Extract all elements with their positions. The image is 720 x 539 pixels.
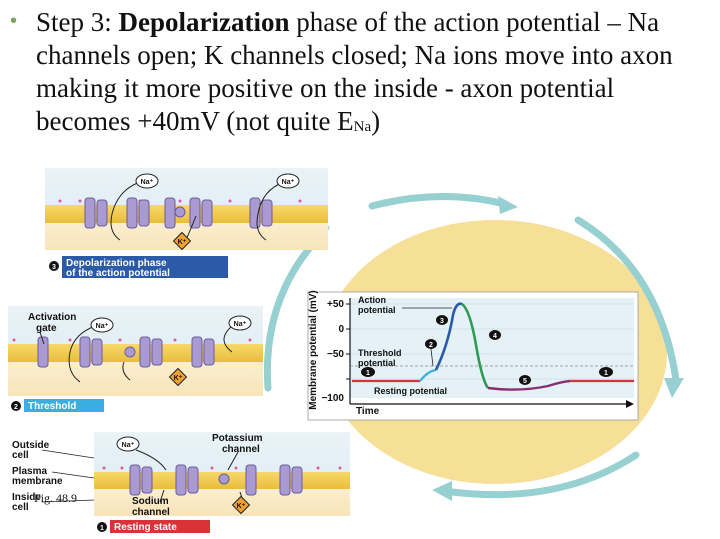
k-ion-icon: K⁺ — [172, 231, 192, 251]
figure-reference: Fig. 48.9 — [34, 491, 77, 505]
marker-2: 2 — [425, 339, 437, 349]
depolarization-term: Depolarization — [118, 7, 290, 37]
svg-text:Na⁺: Na⁺ — [282, 179, 295, 186]
threshold-potential-label: Threshold — [358, 348, 402, 358]
svg-text:Na⁺: Na⁺ — [141, 179, 154, 186]
svg-text:K⁺: K⁺ — [237, 503, 246, 510]
svg-text:1: 1 — [100, 525, 104, 532]
bullet-text: Step 3: Depolarization phase of the acti… — [36, 6, 706, 144]
svg-text:Na⁺: Na⁺ — [234, 321, 247, 328]
marker-5: 5 — [519, 375, 531, 385]
na-ion-icon: Na⁺ — [135, 173, 159, 189]
membrane-potential-graph: +50 0 −50 −100 Membrane potential (mV) T… — [307, 290, 639, 421]
ena-subscript: Na — [353, 119, 372, 135]
bullet-body: phase of the action potential – Na chann… — [36, 7, 673, 136]
inside-cell-label: Inside — [12, 492, 41, 503]
activation-gate-label: Activation — [28, 312, 76, 323]
svg-text:1: 1 — [604, 370, 608, 377]
y-ticks: +50 0 −50 −100 — [321, 299, 350, 404]
bullet-end: ) — [371, 106, 381, 136]
sodium-channel-label: Sodium — [132, 496, 169, 507]
svg-text:Resting state: Resting state — [114, 522, 177, 533]
repolarization-trace — [461, 302, 490, 389]
potassium-channel-label-2: channel — [222, 444, 260, 455]
svg-text:Threshold: Threshold — [28, 401, 76, 412]
marker-4: 4 — [489, 330, 501, 340]
svg-text:0: 0 — [338, 324, 344, 335]
inside-cell-label-2: cell — [12, 502, 29, 513]
cell-region-labels: Outside cell Plasma membrane Inside cell… — [12, 440, 95, 513]
svg-text:of the action potential: of the action potential — [66, 268, 170, 279]
undershoot-trace — [487, 379, 571, 391]
threshold-caption: 2 Threshold — [11, 399, 104, 412]
marker-1-end: 1 — [599, 367, 613, 377]
k-ion-icon: K⁺ — [231, 495, 251, 515]
svg-text:4: 4 — [493, 333, 497, 340]
resting-potential-label: Resting potential — [374, 386, 447, 396]
plasma-membrane-label-2: membrane — [12, 476, 63, 487]
k-ion-icon: K⁺ — [168, 367, 188, 387]
outside-cell-label: Outside — [12, 440, 50, 451]
panel-depolarization: Na⁺ Na⁺ K⁺ 3 Depolarization phase of the… — [45, 168, 328, 279]
svg-text:2: 2 — [14, 404, 18, 411]
potassium-channel-label: Potassium — [212, 433, 263, 444]
step-label: Step 3: — [36, 7, 119, 37]
na-ion-icon: Na⁺ — [116, 436, 140, 452]
marker-1: 1 — [361, 367, 375, 377]
depolarization-caption: 3 Depolarization phase of the action pot… — [49, 256, 228, 279]
svg-text:K⁺: K⁺ — [174, 375, 183, 382]
sodium-channel-label-2: channel — [132, 507, 170, 518]
svg-text:Depolarization phase: Depolarization phase — [66, 258, 167, 269]
svg-text:Na⁺: Na⁺ — [122, 442, 135, 449]
plasma-membrane-label: Plasma — [12, 466, 47, 477]
action-potential-label: Action — [358, 295, 386, 305]
svg-text:+50: +50 — [327, 299, 344, 310]
na-ion-icon: Na⁺ — [228, 315, 252, 331]
resting-caption: 1 Resting state — [97, 520, 210, 533]
svg-text:Na⁺: Na⁺ — [96, 323, 109, 330]
svg-text:1: 1 — [366, 370, 370, 377]
outside-cell-label-2: cell — [12, 450, 29, 461]
na-ion-icon: Na⁺ — [276, 173, 300, 189]
na-ion-icon: Na⁺ — [90, 317, 114, 333]
svg-text:3: 3 — [440, 318, 444, 325]
depolarization-trace — [434, 302, 463, 371]
panel-threshold: Activation gate Na⁺ Na⁺ K⁺ 2 Threshold — [8, 306, 263, 412]
activation-gate-label-2: gate — [36, 323, 57, 334]
svg-text:5: 5 — [523, 378, 527, 385]
x-axis-label: Time — [356, 406, 380, 417]
action-potential-label-2: potential — [358, 305, 396, 315]
y-axis-label: Membrane potential (mV) — [308, 290, 319, 409]
svg-text:K⁺: K⁺ — [178, 239, 187, 246]
svg-text:3: 3 — [52, 264, 56, 271]
cycle-arrows — [263, 193, 680, 499]
phase-markers: 1 2 3 4 5 1 — [361, 315, 613, 385]
threshold-trace — [419, 368, 437, 382]
panel-resting: Na⁺ K⁺ Potassium channel Sodium channel … — [94, 432, 350, 533]
marker-3: 3 — [436, 315, 448, 325]
svg-text:−50: −50 — [327, 349, 344, 360]
svg-text:−100: −100 — [321, 393, 344, 404]
threshold-potential-label-2: potential — [358, 358, 396, 368]
bullet-marker: • — [10, 10, 18, 32]
svg-text:2: 2 — [429, 342, 433, 349]
